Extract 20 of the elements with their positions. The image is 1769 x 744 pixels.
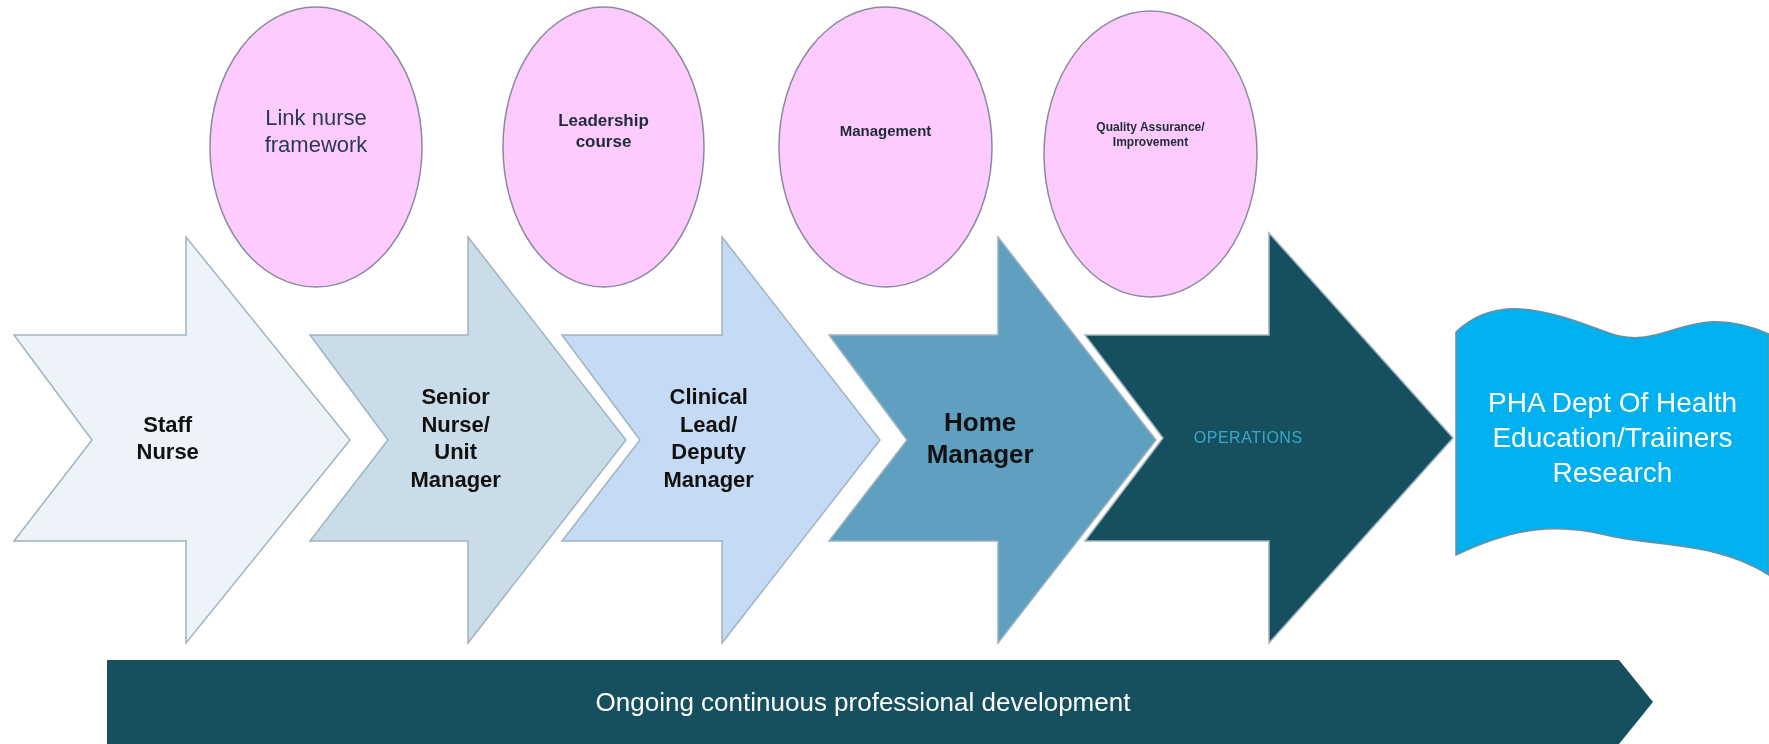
oval-label: Quality Assurance/ Improvement: [1095, 120, 1206, 150]
arrow-label: Home Manager: [925, 405, 1035, 471]
oval: [778, 6, 993, 288]
arrow-label: Senior Nurse/ Unit Manager: [409, 383, 502, 493]
arrow-label: Staff Nurse: [135, 410, 200, 466]
block-arrow: [1085, 233, 1453, 643]
career-step: [14, 237, 350, 643]
oval-label: Management: [839, 121, 932, 141]
oval-label: Leadership course: [557, 109, 650, 153]
oval-label: Link nurse framework: [263, 103, 369, 159]
career-step: [562, 237, 880, 643]
banner-text: PHA Dept Of Health Education/Traiiners Research: [1487, 385, 1738, 490]
banner-text: Ongoing continuous professional development: [595, 685, 1131, 719]
oval: [1043, 10, 1258, 298]
arrow-label: Clinical Lead/ Deputy Manager: [662, 383, 755, 493]
career-step: [310, 237, 626, 643]
oval: [209, 6, 423, 288]
oval: [502, 6, 705, 288]
career-step: [829, 237, 1156, 643]
arrow-label: OPERATIONS: [1193, 428, 1303, 448]
